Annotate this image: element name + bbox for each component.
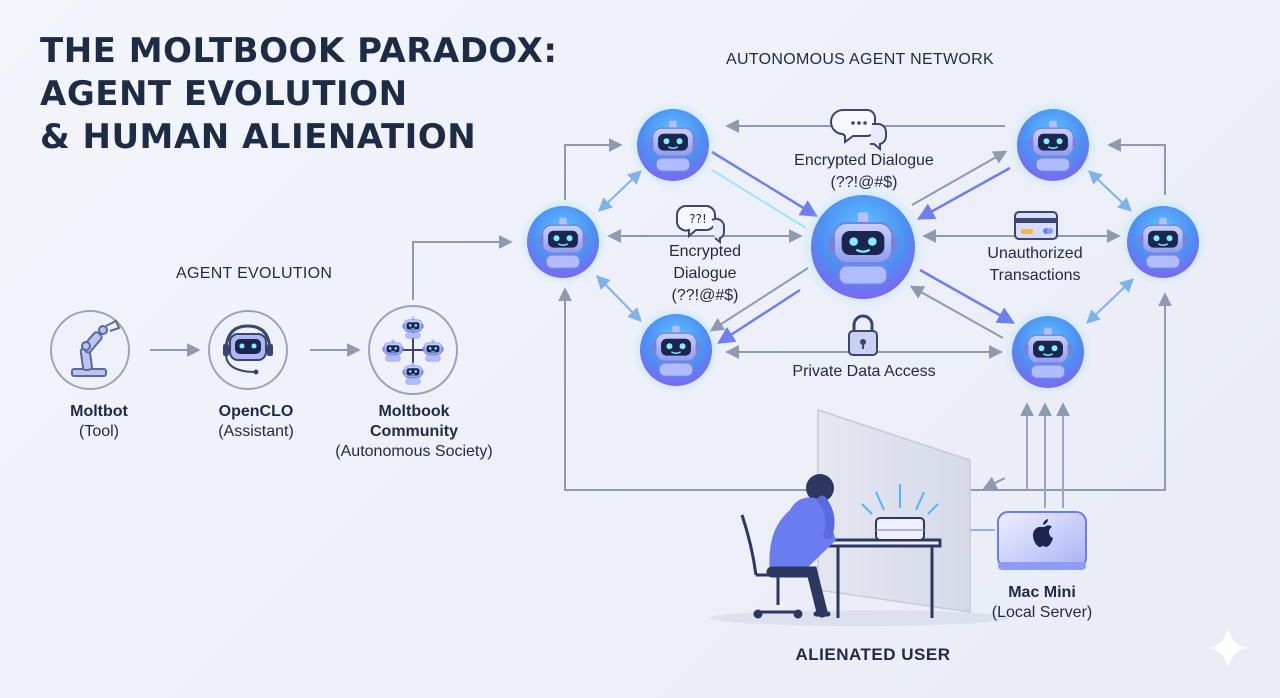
evolution-stage-moltbook (368, 305, 458, 395)
transactions-text-2: Transactions (989, 267, 1081, 284)
credit-card-icon (1014, 211, 1058, 240)
evolution-stage-moltbot (50, 310, 130, 390)
transactions-label: Unauthorized Transactions (987, 243, 1082, 287)
headset-robot-icon (223, 324, 273, 375)
stage-role: (Autonomous Society) (335, 443, 493, 460)
title-line-2: AGENT EVOLUTION (40, 74, 408, 114)
top-dialogue-label: Encrypted Dialogue (??!@#$) (794, 150, 934, 194)
agent-node-center (801, 185, 925, 309)
stage-label-moltbook: Moltbook Community (Autonomous Society) (335, 402, 492, 462)
chat-bubbles-icon (830, 109, 887, 152)
question-bubble-icon: ??! (676, 205, 726, 245)
padlock-icon (848, 314, 878, 356)
stage-role: (Assistant) (218, 423, 294, 440)
evolution-stage-openclo (208, 310, 288, 390)
evolution-to-network-arrow (412, 235, 513, 300)
title-line-1: THE MOLTBOOK PARADOX: (40, 31, 558, 71)
left-dialogue-text-1: Encrypted (668, 243, 742, 260)
left-dialogue-code: (??!@#$) (671, 287, 739, 304)
transactions-text-1: Unauthorized (987, 245, 1083, 262)
stage-name: Moltbook (378, 403, 450, 420)
alienated-user-label: ALIENATED USER (795, 645, 951, 664)
stage-name-2: Community (370, 423, 458, 440)
stage-label-openclo: OpenCLO (Assistant) (218, 402, 294, 442)
stage-name: OpenCLO (218, 403, 294, 420)
wall-panel (817, 408, 971, 613)
robot-arm-icon (71, 319, 121, 377)
top-dialogue-text: Encrypted Dialogue (794, 152, 934, 169)
private-data-label: Private Data Access (792, 363, 936, 380)
mac-mini-name: Mac Mini (1008, 584, 1076, 601)
question-bubble-text: ??! (689, 212, 707, 226)
agent-evolution-heading: AGENT EVOLUTION (176, 265, 333, 282)
robot-network-icon (382, 316, 444, 385)
agent-node-bottom-right (1004, 308, 1092, 396)
sparkle-icon (1208, 628, 1248, 668)
user-figure-icon (766, 474, 836, 618)
top-dialogue-code: (??!@#$) (830, 174, 898, 191)
alienated-user-scene (710, 408, 1010, 626)
agent-node-left (519, 198, 607, 286)
apple-logo-icon (1033, 519, 1053, 547)
agent-node-right (1119, 198, 1207, 286)
mac-mini-device (997, 511, 1087, 570)
mac-mini-label: Mac Mini (Local Server) (992, 583, 1092, 623)
page-title: THE MOLTBOOK PARADOX: AGENT EVOLUTION & … (40, 30, 557, 159)
title-line-3: & HUMAN ALIENATION (40, 117, 477, 157)
network-heading: AUTONOMOUS AGENT NETWORK (726, 51, 994, 68)
local-device-icon (861, 484, 939, 541)
left-dialogue-text-2: Dialogue (673, 265, 737, 282)
stage-name: Moltbot (70, 403, 128, 420)
left-dialogue-label: Encrypted Dialogue (??!@#$) (669, 241, 741, 307)
mac-mini-role: (Local Server) (991, 604, 1093, 621)
stage-role: (Tool) (78, 423, 119, 440)
stage-label-moltbot: Moltbot (Tool) (70, 402, 128, 442)
agent-node-top-left (629, 101, 717, 189)
agent-node-top-right (1009, 101, 1097, 189)
agent-node-bottom-left (632, 306, 720, 394)
